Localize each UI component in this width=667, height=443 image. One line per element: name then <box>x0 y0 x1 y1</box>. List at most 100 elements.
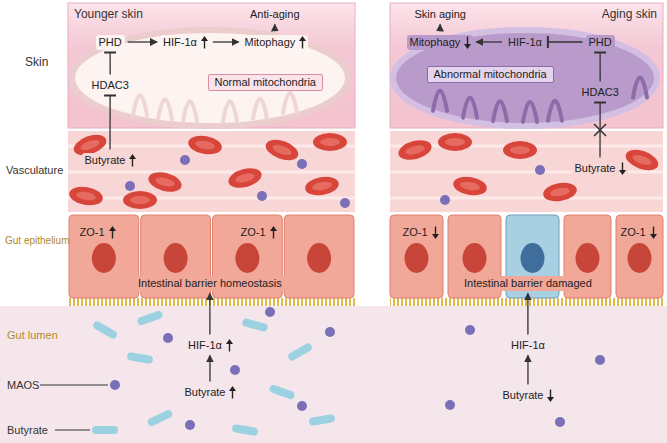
node-text: Anti-aging <box>250 8 300 21</box>
maos-dot <box>180 155 190 165</box>
vessel-band <box>68 131 355 212</box>
process-label: Mitophagy <box>407 35 474 50</box>
molecule-label: HDAC3 <box>89 78 132 93</box>
crista <box>463 98 477 118</box>
panel-title: Aging skin <box>602 7 657 21</box>
cell-nucleus <box>576 243 600 273</box>
blocked-mark <box>594 124 606 136</box>
abnormal-mitochondrion <box>393 30 657 126</box>
decrease-arrow <box>618 162 627 175</box>
maos-dot <box>555 417 565 427</box>
molecule-label: Butyrate <box>572 161 629 176</box>
epithelial-cell <box>616 215 663 298</box>
arrow-connector <box>209 294 210 335</box>
increase-arrow <box>228 386 237 399</box>
node-text: Abnormal mitochondria <box>434 68 547 81</box>
decrease-arrow <box>546 389 555 402</box>
arrow-connector <box>439 25 440 32</box>
node-text: Intestinal barrier homeostasis <box>138 277 282 290</box>
arrow-connector <box>274 25 275 32</box>
maos-dot <box>445 400 455 410</box>
protein-label: ZO-1 <box>238 225 279 240</box>
crista <box>253 99 267 119</box>
microvilli <box>390 298 663 306</box>
maos-dot <box>465 325 475 335</box>
crista <box>158 99 172 119</box>
barrier-label: Intestinal barrier damaged <box>461 276 595 291</box>
crista <box>223 101 237 121</box>
red-blood-cell <box>123 191 157 209</box>
maos-dot <box>340 198 350 208</box>
crista <box>283 93 297 113</box>
arrow-connector <box>128 41 157 42</box>
crista <box>133 95 147 115</box>
node-text: Intestinal barrier damaged <box>464 277 592 290</box>
molecule-label: HIF-1α <box>508 338 548 353</box>
molecule-label: HDAC3 <box>579 85 622 100</box>
decrease-arrow <box>431 226 440 239</box>
node-text: Normal mitochondria <box>215 76 316 89</box>
node-text: HDAC3 <box>92 79 129 92</box>
outcome-label: Anti-aging <box>247 7 303 22</box>
protein-label: ZO-1 <box>400 225 441 240</box>
mitochondria-box: Abnormal mitochondria <box>427 66 554 83</box>
epithelial-cell <box>284 215 354 298</box>
arrow-connector <box>527 356 528 385</box>
increase-arrow <box>108 226 117 239</box>
lumen-ground <box>0 306 667 443</box>
cell-nucleus <box>235 243 259 273</box>
molecule-label: HIF-1α <box>505 35 545 50</box>
normal-mitochondrion <box>72 30 348 126</box>
node-text: Butyrate <box>575 162 616 175</box>
arrow-connector <box>527 294 528 335</box>
skin-panel: Anti-agingPHDHIF-1αMitophagyHDAC3Normal … <box>68 3 355 128</box>
crista <box>548 101 562 121</box>
microvilli <box>68 298 355 306</box>
inhibition-connector <box>109 53 110 75</box>
node-text: HDAC3 <box>582 86 619 99</box>
bacterium <box>92 320 119 340</box>
increase-arrow <box>298 36 307 49</box>
outcome-label: Skin aging <box>412 7 469 22</box>
skin-panel: Skin agingMitophagyHIF-1αPHDAbnormal mit… <box>390 3 663 128</box>
red-blood-cell <box>452 174 489 198</box>
molecule-label: HIF-1α <box>160 35 210 50</box>
crista <box>433 91 447 111</box>
node-text: HIF-1α <box>511 339 545 352</box>
arrow-connector <box>213 41 239 42</box>
maos-dot <box>163 333 173 343</box>
node-text: Butyrate <box>85 154 126 167</box>
maos-dot <box>125 181 135 191</box>
red-blood-cell <box>187 133 224 157</box>
key-label: MAOS <box>4 378 42 393</box>
red-blood-cell <box>623 146 661 175</box>
decrease-arrow <box>649 226 658 239</box>
red-blood-cell <box>304 174 341 198</box>
increase-arrow <box>200 36 209 49</box>
skin-ground <box>390 3 663 128</box>
crista <box>523 102 537 122</box>
inhibition-connector <box>548 41 583 42</box>
maos-dot <box>257 191 267 201</box>
red-blood-cell <box>503 141 537 159</box>
red-blood-cell <box>226 165 264 191</box>
crista <box>493 101 507 121</box>
maos-dot <box>265 307 275 317</box>
bacterium <box>136 310 163 326</box>
molecule-label: Butyrate <box>182 385 239 400</box>
protein-label: ZO-1 <box>618 225 659 240</box>
skin-ground <box>68 3 355 128</box>
epithelial-cell <box>69 215 139 298</box>
node-text: Mitophagy <box>410 36 461 49</box>
node-text: HIF-1α <box>163 36 197 49</box>
epithelial-cell <box>390 215 443 298</box>
leader-line <box>40 385 108 386</box>
red-blood-cell <box>68 184 105 208</box>
bacterium <box>309 414 336 426</box>
vessel-band <box>390 131 663 212</box>
inhibition-connector <box>109 96 110 150</box>
row-label: Gut lumen <box>4 328 61 343</box>
